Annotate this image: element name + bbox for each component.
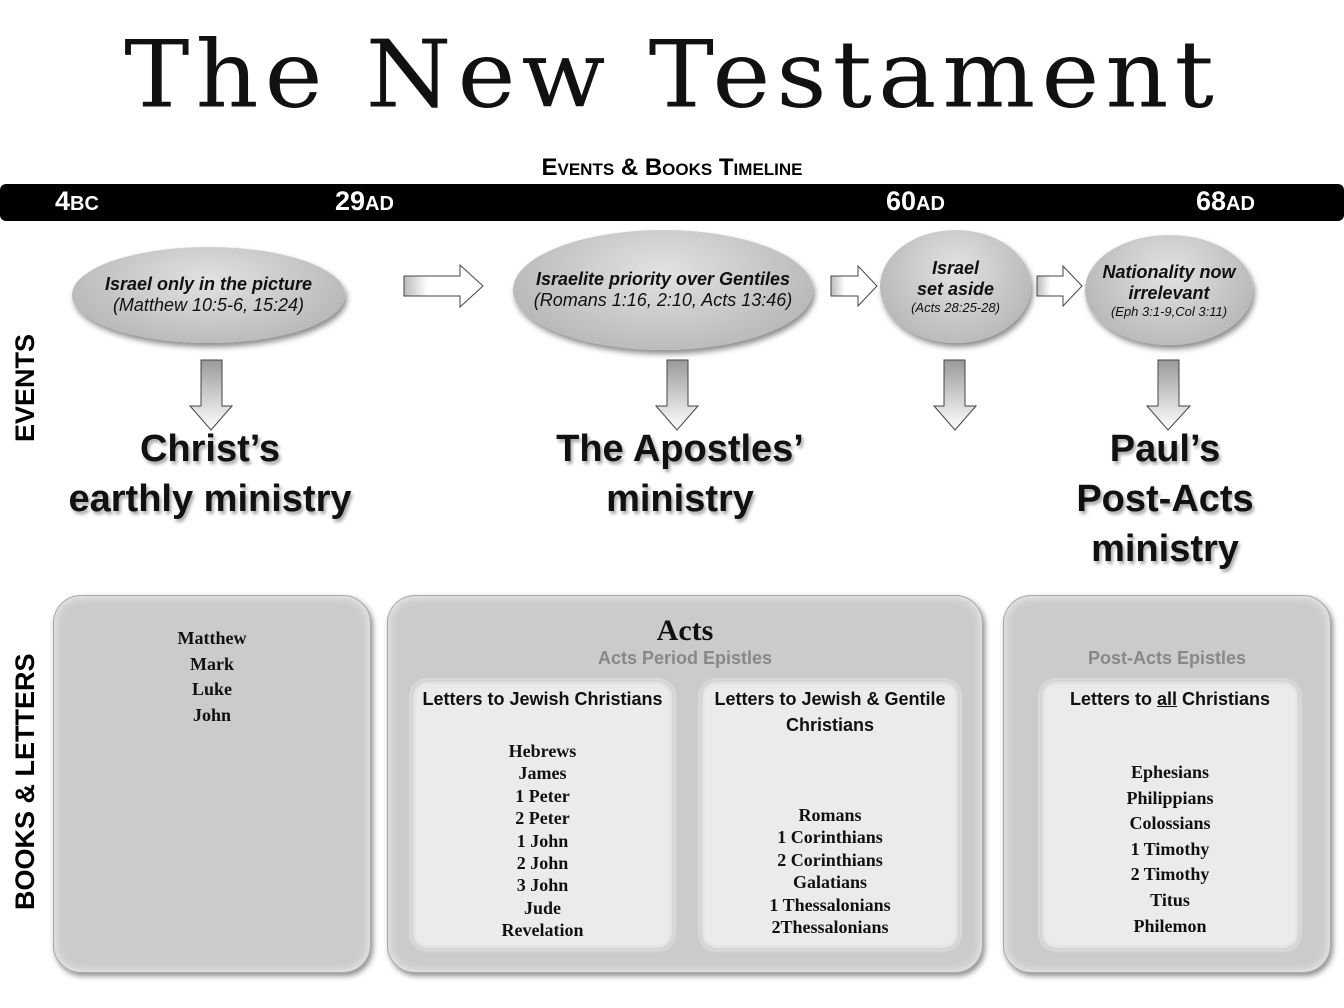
book: 2Thessalonians (771, 917, 889, 938)
event-heading: Nationality now (1102, 261, 1236, 282)
book: Mark (190, 653, 234, 674)
book: 1 Corinthians (777, 827, 883, 848)
year-suffix: AD (916, 193, 945, 215)
gospels-list: Matthew Mark Luke John (54, 626, 370, 728)
event-israelite-priority: Israelite priority over Gentiles (Romans… (513, 230, 813, 350)
book: 1 John (516, 830, 569, 851)
post-acts-section-label: Post-Acts Epistles (1087, 648, 1247, 668)
event-heading: Israel only in the picture (104, 274, 313, 294)
book-list: Romans 1 Corinthians 2 Corinthians Galat… (700, 804, 960, 938)
event-heading: Israel (931, 258, 980, 278)
book: Revelation (501, 920, 584, 941)
event-reference: (Acts 28:25-28) (911, 300, 1000, 315)
heading-text: Letters to (1069, 689, 1157, 709)
book: 1 Timothy (1130, 838, 1210, 859)
year-4bc: 4BC (55, 186, 99, 217)
jewish-letters-panel: Letters to Jewish Christians Hebrews Jam… (411, 680, 674, 950)
acts-title: Acts (656, 614, 714, 647)
event-israel-only: Israel only in the picture (Matthew 10:5… (72, 247, 345, 343)
event-reference: (Romans 1:16, 2:10, Acts 13:46) (533, 290, 793, 310)
event-reference: (Eph 3:1-9,Col 3:11) (1110, 303, 1228, 319)
apostles-ministry-label: The Apostles’ ministry (510, 424, 850, 524)
panel-heading-line: Letters to Jewish & Gentile (714, 689, 946, 709)
year-68ad: 68AD (1196, 186, 1255, 217)
all-christians-panel: Letters to all Christians Ephesians Phil… (1040, 680, 1300, 950)
book: Jude (523, 897, 561, 918)
event-heading: set aside (916, 279, 995, 299)
book: Ephesians (1130, 762, 1210, 782)
panel-heading: Letters to all Christians (1040, 686, 1300, 712)
heading-emphasis: all (1156, 689, 1177, 709)
book: 1 Thessalonians (769, 894, 891, 915)
year-29ad: 29AD (335, 186, 394, 217)
book: Titus (1150, 889, 1190, 910)
ministry-line: ministry (606, 478, 754, 520)
right-arrow-icon (403, 263, 484, 309)
timeline-bar (0, 184, 1344, 221)
book: Hebrews (508, 741, 577, 761)
event-heading: Israelite priority over Gentiles (535, 269, 791, 289)
down-arrow-icon (1145, 359, 1192, 431)
ministry-line: Christ’s (139, 428, 281, 470)
book: 2 Corinthians (777, 849, 883, 870)
book: Matthew (177, 628, 247, 648)
year-suffix: AD (365, 193, 394, 215)
year-number: 29 (335, 186, 366, 216)
event-heading: irrelevant (1128, 282, 1210, 303)
panel-heading-line: Christians (785, 715, 875, 735)
ministry-line: Post-Acts (1076, 478, 1254, 520)
book: 1 Peter (515, 785, 570, 806)
book: 3 John (516, 875, 569, 896)
year-number: 68 (1196, 186, 1227, 216)
down-arrow-icon (932, 359, 978, 431)
book: Romans (798, 805, 862, 825)
events-side-label: EVENTS (10, 333, 40, 442)
book: 2 John (516, 853, 569, 874)
right-arrow-icon (830, 264, 878, 308)
year-suffix: AD (1226, 193, 1255, 215)
year-60ad: 60AD (886, 186, 945, 217)
ministry-line: ministry (1091, 528, 1239, 570)
book: Philemon (1133, 915, 1207, 936)
book: John (192, 704, 232, 725)
ministry-line: The Apostles’ (556, 428, 804, 470)
christ-ministry-label: Christ’s earthly ministry (40, 424, 380, 524)
book: 2 Peter (515, 808, 570, 829)
book-list: Ephesians Philippians Colossians 1 Timot… (1040, 760, 1300, 939)
book-list: Hebrews James 1 Peter 2 Peter 1 John 2 J… (411, 740, 674, 942)
right-arrow-icon (1036, 264, 1083, 308)
book: 2 Timothy (1130, 864, 1210, 885)
ministry-line: earthly ministry (68, 478, 352, 520)
timeline-subtitle: Events & Books Timeline (541, 154, 803, 181)
page-title: The New Testament (124, 20, 1220, 130)
event-reference: (Matthew 10:5-6, 15:24) (112, 295, 305, 315)
paul-ministry-label: Paul’s Post-Acts ministry (1015, 424, 1315, 574)
book: Philippians (1126, 787, 1214, 808)
event-israel-set-aside: Israel set aside (Acts 28:25-28) (880, 230, 1031, 343)
down-arrow-icon (654, 359, 700, 431)
ministry-line: Paul’s (1109, 428, 1221, 470)
gospels-box: Matthew Mark Luke John (53, 595, 371, 973)
acts-section-label: Acts Period Epistles (597, 648, 773, 668)
year-number: 4 (55, 186, 71, 216)
year-number: 60 (886, 186, 917, 216)
books-side-label: BOOKS & LETTERS (10, 653, 40, 910)
event-nationality-irrelevant: Nationality now irrelevant (Eph 3:1-9,Co… (1085, 235, 1253, 345)
heading-text: Christians (1177, 689, 1271, 709)
book: Galatians (792, 872, 867, 893)
book: Luke (191, 679, 233, 699)
book: James (518, 763, 567, 784)
book: Colossians (1129, 813, 1211, 834)
year-suffix: BC (70, 193, 99, 215)
down-arrow-icon (188, 359, 234, 431)
panel-heading: Letters to Jewish Christians (422, 689, 663, 709)
